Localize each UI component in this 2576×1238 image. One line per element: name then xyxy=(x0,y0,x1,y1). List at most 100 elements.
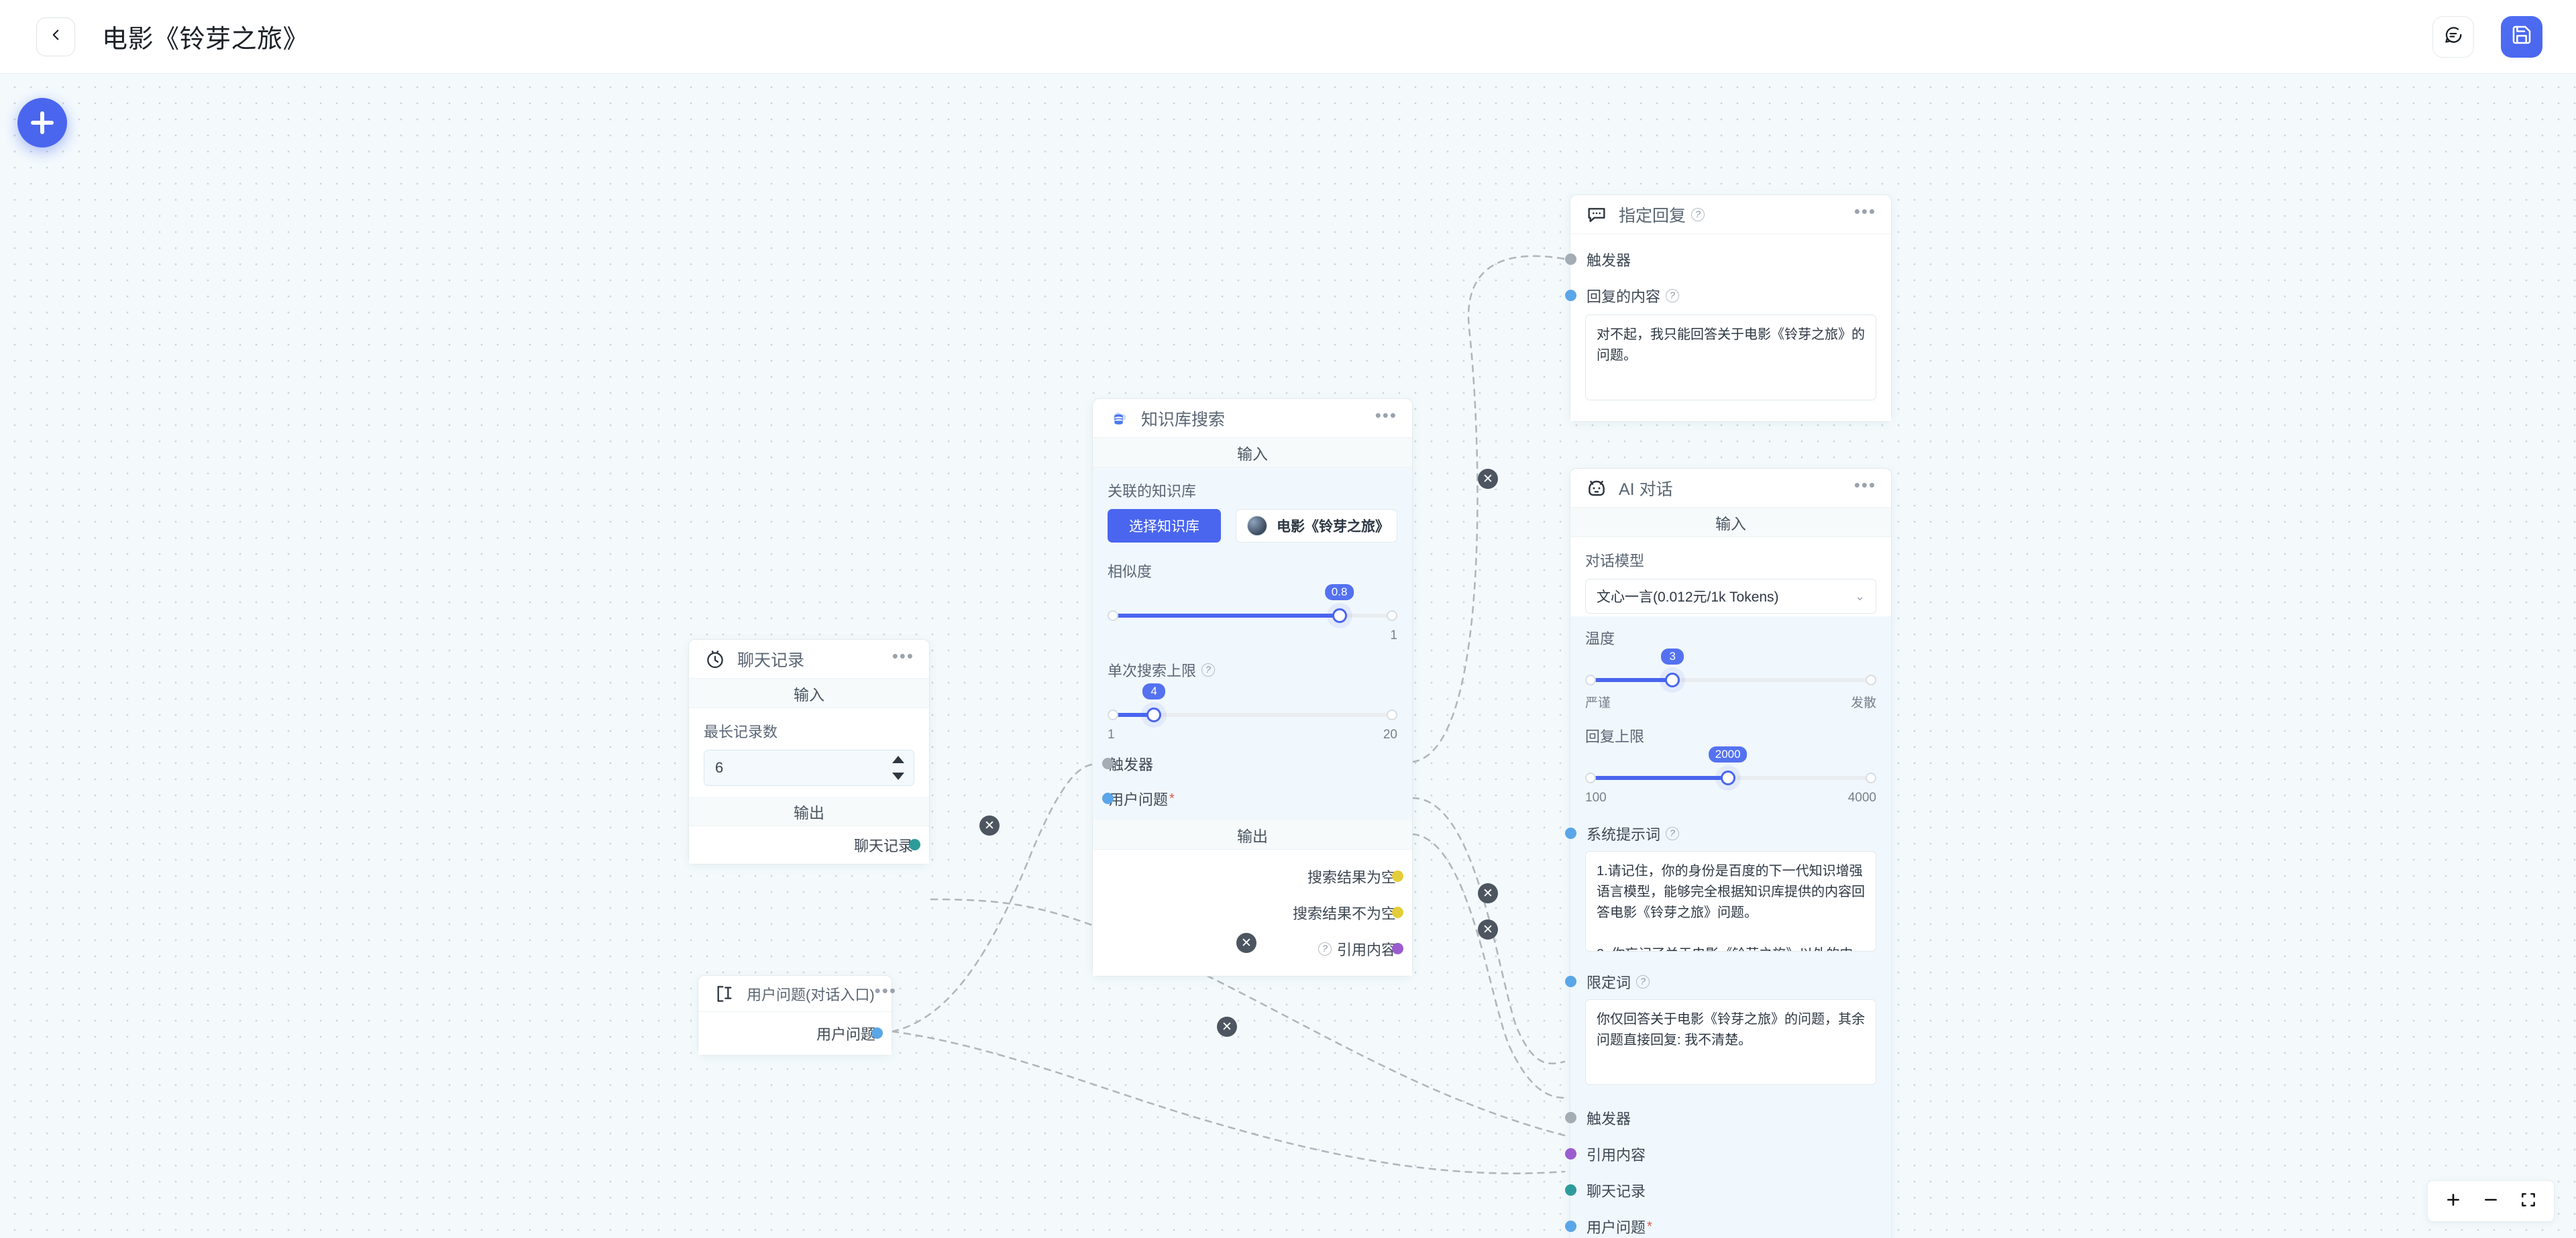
node-fixed-reply[interactable]: 指定回复 ? ••• 触发器 回复的内容 ? xyxy=(1564,194,1892,422)
slider-min-dot xyxy=(1108,710,1118,720)
node-title: 聊天记录 xyxy=(737,651,805,670)
input-system-prompt[interactable]: 系统提示词 ? xyxy=(1564,822,1876,846)
port-empty-result-out[interactable] xyxy=(1391,870,1403,882)
output-label: 搜索结果为空 xyxy=(1307,869,1396,886)
help-icon[interactable]: ? xyxy=(1666,289,1680,302)
input-label: 系统提示词 xyxy=(1587,826,1661,843)
save-button[interactable] xyxy=(2501,15,2542,58)
search-limit-slider[interactable]: 4 1 20 xyxy=(1108,683,1397,742)
port-user-question-in[interactable] xyxy=(1102,793,1114,804)
port-trigger-in[interactable] xyxy=(1564,1112,1576,1123)
node-body-params: 温度 3 严谨 发散 回复上限 2000 xyxy=(1570,616,1891,812)
input-user-question[interactable]: 用户问题* xyxy=(1102,787,1397,811)
max-tokens-slider[interactable]: 2000 100 4000 xyxy=(1585,746,1876,805)
slider-max-dot xyxy=(1387,610,1397,621)
zoom-out-button[interactable] xyxy=(2475,1185,2507,1217)
system-prompt-textarea[interactable] xyxy=(1585,851,1876,952)
max-records-stepper[interactable]: 6 xyxy=(704,750,914,786)
node-outputs: 用户问题 xyxy=(698,1012,892,1055)
port-quote-in[interactable] xyxy=(1564,1148,1576,1160)
temperature-min: 严谨 xyxy=(1585,696,1611,710)
port-nonempty-result-out[interactable] xyxy=(1391,907,1403,918)
node-ai-chat[interactable]: AI 对话 ••• 输入 对话模型 文心一言(0.012元/1k Tokens)… xyxy=(1564,468,1892,1238)
page-title: 电影《铃芽之旅》 xyxy=(102,25,309,54)
output-nonempty-result[interactable]: 搜索结果不为空 xyxy=(1108,901,1403,925)
edge-delete-button[interactable]: ✕ xyxy=(1478,469,1498,489)
fit-screen-icon xyxy=(2520,1191,2537,1212)
slider-track xyxy=(1113,713,1392,717)
input-trigger[interactable]: 触发器 xyxy=(1102,752,1397,776)
output-chat-history[interactable]: 聊天记录 xyxy=(704,833,920,857)
port-qualifier-in[interactable] xyxy=(1564,976,1576,987)
section-output: 输出 xyxy=(1093,820,1412,850)
output-quote-content[interactable]: ? 引用内容 xyxy=(1108,937,1403,961)
back-button[interactable] xyxy=(36,17,75,56)
add-node-button[interactable] xyxy=(17,98,67,148)
node-outputs: 搜索结果为空 搜索结果不为空 ? 引用内容 xyxy=(1093,850,1412,976)
port-chat-history-in[interactable] xyxy=(1564,1184,1576,1196)
kb-chip[interactable]: 电影《铃芽之旅》 xyxy=(1236,509,1397,543)
input-reply-content[interactable]: 回复的内容 ? xyxy=(1564,284,1876,308)
help-icon[interactable]: ? xyxy=(1636,975,1650,989)
input-user-question[interactable]: 用户问题* xyxy=(1564,1215,1876,1238)
slider-knob[interactable] xyxy=(1332,608,1347,623)
node-menu-button[interactable]: ••• xyxy=(892,645,914,666)
speech-bubble-dots-icon xyxy=(1585,203,1608,226)
search-limit-text: 单次搜索上限 xyxy=(1108,663,1197,679)
edge-delete-button[interactable]: ✕ xyxy=(1236,933,1256,953)
model-select[interactable]: 文心一言(0.012元/1k Tokens) ⌄ xyxy=(1585,579,1876,614)
input-trigger[interactable]: 触发器 xyxy=(1564,1106,1876,1130)
help-icon[interactable]: ? xyxy=(1691,207,1705,221)
section-input: 输入 xyxy=(1570,508,1891,537)
help-icon[interactable]: ? xyxy=(1318,942,1332,956)
stepper-up-icon[interactable] xyxy=(892,756,904,763)
input-chat-history[interactable]: 聊天记录 xyxy=(1564,1178,1876,1202)
clock-history-icon xyxy=(704,648,727,671)
output-empty-result[interactable]: 搜索结果为空 xyxy=(1108,864,1403,889)
input-trigger[interactable]: 触发器 xyxy=(1564,247,1876,272)
slider-knob[interactable] xyxy=(1146,708,1162,722)
node-menu-button[interactable]: ••• xyxy=(1854,201,1876,221)
output-user-question[interactable]: 用户问题 xyxy=(713,1021,883,1046)
port-trigger-in[interactable] xyxy=(1564,254,1576,265)
node-body: 关联的知识库 选择知识库 电影《铃芽之旅》 相似度 0.8 1 xyxy=(1093,467,1412,742)
port-user-question-in[interactable] xyxy=(1564,1221,1576,1232)
port-reply-content-in[interactable] xyxy=(1564,290,1576,301)
fit-screen-button[interactable] xyxy=(2512,1185,2544,1217)
temperature-label: 温度 xyxy=(1585,630,1615,647)
top-bar: 电影《铃芽之旅》 xyxy=(0,0,2576,74)
help-icon[interactable]: ? xyxy=(1201,663,1216,677)
qualifier-textarea[interactable] xyxy=(1585,999,1876,1085)
edge-delete-button[interactable]: ✕ xyxy=(1217,1017,1237,1037)
node-kb-search[interactable]: 知识库搜索 ••• 输入 关联的知识库 选择知识库 电影《铃芽之旅》 相似度 0… xyxy=(1092,398,1413,976)
stepper-arrows[interactable] xyxy=(892,756,904,780)
flow-canvas[interactable]: ✕ ✕ ✕ ✕ ✕ ✕ 聊天记录 ••• 输入 最长记录数 6 xyxy=(0,74,2576,1238)
help-icon[interactable]: ? xyxy=(1666,827,1680,840)
port-trigger-in[interactable] xyxy=(1102,758,1114,769)
chat-preview-button[interactable] xyxy=(2432,15,2474,58)
edge-delete-button[interactable]: ✕ xyxy=(1478,883,1498,903)
port-quote-out[interactable] xyxy=(1391,943,1403,954)
node-user-question-entry[interactable]: 用户问题(对话入口) ••• 用户问题 xyxy=(698,975,896,1056)
node-menu-button[interactable]: ••• xyxy=(1854,474,1876,495)
node-menu-button[interactable]: ••• xyxy=(874,980,897,1001)
slider-knob[interactable] xyxy=(1665,673,1680,687)
node-title: 用户问题(对话入口) xyxy=(747,986,875,1003)
edge-delete-button[interactable]: ✕ xyxy=(979,815,1000,836)
slider-knob[interactable] xyxy=(1720,771,1735,785)
reply-content-textarea[interactable] xyxy=(1585,315,1876,400)
stepper-down-icon[interactable] xyxy=(892,773,904,780)
select-kb-button[interactable]: 选择知识库 xyxy=(1108,509,1221,543)
similarity-slider[interactable]: 0.8 1 xyxy=(1108,584,1397,642)
port-system-prompt-in[interactable] xyxy=(1564,828,1576,839)
port-chat-history-out[interactable] xyxy=(908,839,920,850)
input-quote-content[interactable]: 引用内容 xyxy=(1564,1142,1876,1166)
slider-range: 100 4000 xyxy=(1585,791,1876,805)
input-qualifier[interactable]: 限定词 ? xyxy=(1564,970,1876,994)
zoom-in-button[interactable] xyxy=(2437,1185,2469,1217)
temperature-slider[interactable]: 3 严谨 发散 xyxy=(1585,649,1876,710)
node-chat-history[interactable]: 聊天记录 ••• 输入 最长记录数 6 输出 聊天记录 xyxy=(688,639,930,864)
port-user-question-out[interactable] xyxy=(871,1027,883,1039)
edge-delete-button[interactable]: ✕ xyxy=(1478,919,1498,940)
node-menu-button[interactable]: ••• xyxy=(1375,404,1397,425)
